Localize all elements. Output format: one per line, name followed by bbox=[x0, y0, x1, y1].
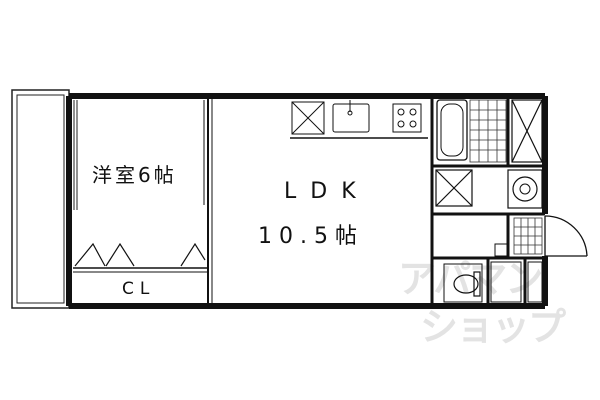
bathtub bbox=[436, 99, 468, 161]
washer-space bbox=[435, 169, 473, 207]
ldk-size-label: 10.5帖 bbox=[258, 224, 364, 249]
storage-box bbox=[511, 99, 543, 163]
closet bbox=[73, 242, 208, 273]
bath-floor-tiles bbox=[469, 99, 507, 163]
exterior-walls bbox=[66, 93, 548, 309]
partition-wall bbox=[203, 99, 213, 303]
kitchen-counter bbox=[290, 100, 428, 139]
wash-basin bbox=[507, 169, 543, 209]
western-room-label: 洋室6帖 bbox=[92, 163, 177, 187]
toilet bbox=[443, 263, 483, 303]
entrance-tiles bbox=[513, 217, 543, 255]
entrance-closets bbox=[490, 261, 543, 303]
ldk-label: LDK bbox=[284, 179, 370, 204]
shoe-box bbox=[494, 243, 510, 257]
closet-label: CL bbox=[122, 279, 155, 299]
west-windows bbox=[73, 100, 78, 210]
balcony bbox=[11, 89, 70, 309]
entrance-door bbox=[544, 215, 588, 257]
wet-area-walls bbox=[430, 96, 545, 306]
watermark-line2: ショップ bbox=[420, 305, 566, 349]
